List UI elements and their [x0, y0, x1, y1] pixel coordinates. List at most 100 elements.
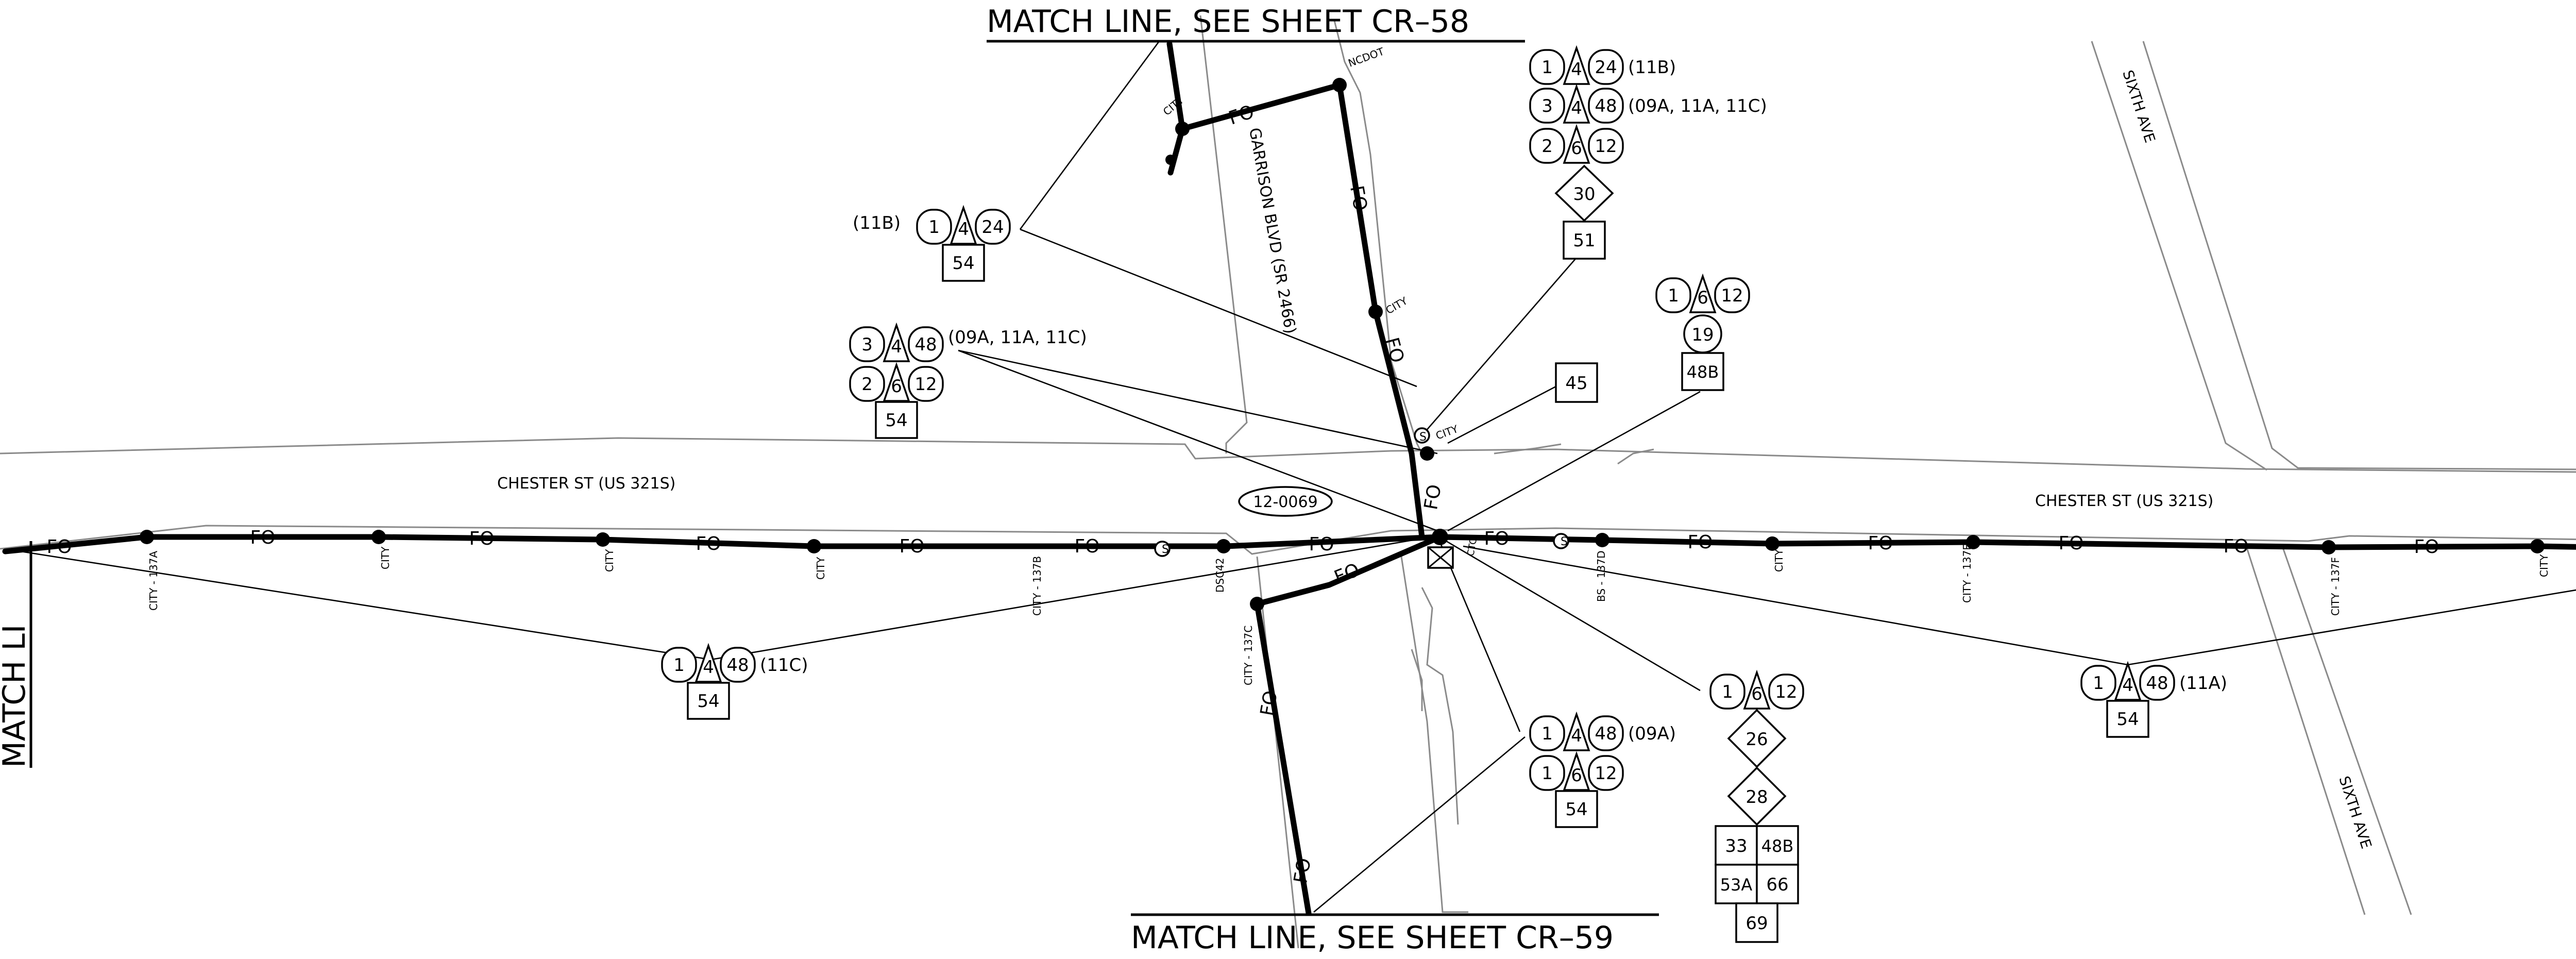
svg-text:6: 6 [891, 376, 902, 397]
splice-symbol-hub [1414, 427, 1430, 444]
svg-text:24: 24 [981, 217, 1004, 238]
svg-text:33: 33 [1725, 836, 1747, 856]
node-label-city-137a: CITY - 137A [147, 551, 160, 611]
svg-text:1: 1 [1541, 57, 1553, 78]
cabinet-id: 12-0069 [1238, 486, 1333, 517]
callout-conduit: 3 4 48 (09A, 11A, 11C) [849, 324, 1087, 362]
fo-label: FO [1687, 532, 1713, 553]
svg-text:24: 24 [1595, 57, 1617, 78]
node-city-137a [140, 530, 154, 544]
fo-label: FO [2414, 536, 2439, 558]
node-city-e1 [1765, 536, 1780, 551]
svg-text:1: 1 [1541, 724, 1553, 744]
callout-conduit: 1 6 12 54 [1529, 753, 1624, 828]
node-label-city-w3: CITY [815, 557, 827, 580]
node-city-137e [1966, 535, 1980, 549]
svg-text:2: 2 [861, 374, 873, 395]
fo-label: FO [2058, 533, 2083, 554]
node-city-hub [1420, 446, 1434, 461]
callout-conduit: 1 6 12 [1709, 671, 1804, 710]
splice-nodes [140, 78, 2545, 611]
svg-text:54: 54 [885, 410, 907, 431]
node-label-city-137f: CITY - 137F [2329, 557, 2342, 616]
svg-text:53A: 53A [1720, 875, 1753, 895]
terminal-stub-south [1252, 599, 1262, 609]
fo-label: FO [1074, 536, 1099, 557]
match-line-top: MATCH LINE, SEE SHEET CR–58 [987, 4, 1469, 40]
svg-text:1: 1 [1722, 682, 1733, 702]
match-lines: MATCH LINE, SEE SHEET CR–58 MATCH LINE, … [0, 4, 1659, 956]
svg-text:48: 48 [1595, 96, 1617, 116]
splice-symbol-east [1553, 533, 1569, 549]
fo-label: FO [1346, 184, 1371, 212]
callout-box-45: 45 [1555, 362, 1598, 403]
terminal-stubs [1154, 155, 1569, 609]
svg-text:48B: 48B [1761, 836, 1794, 856]
callout-tag: (09A, 11A, 11C) [948, 327, 1087, 348]
node-label-city-e2: CITY [2538, 554, 2550, 577]
fo-label: FO [1381, 335, 1408, 365]
svg-text:54: 54 [2116, 709, 2139, 730]
fo-label: FO [1257, 689, 1282, 717]
match-line-bottom: MATCH LINE, SEE SHEET CR–59 [1131, 920, 1614, 956]
svg-text:3: 3 [1541, 96, 1553, 116]
svg-text:12: 12 [1595, 763, 1617, 784]
street-names: CHESTER ST (US 321S) CHESTER ST (US 321S… [497, 68, 2375, 851]
fo-labels: FO FO FO FO FO FO FO FO FO FO FO FO FO F… [46, 101, 2439, 885]
svg-text:1: 1 [2093, 673, 2104, 694]
match-line-left: MATCH LI [0, 625, 32, 768]
callout-conduit: 3 4 48 (09A, 11A, 11C) [1529, 86, 1767, 124]
node-city-top [1175, 122, 1190, 136]
leader-lines [20, 41, 2576, 913]
node-label-city-w1: CITY [379, 546, 392, 569]
svg-text:1: 1 [1541, 763, 1553, 784]
callout-conduit: 1 4 48 (11A) 54 [2080, 663, 2227, 738]
node-hub [1432, 529, 1448, 545]
node-labels: CITY NCDOT CITY CITY CITY - 137A CITY CI… [147, 45, 2550, 685]
svg-text:3: 3 [861, 334, 873, 355]
svg-text:69: 69 [1745, 913, 1768, 934]
s-label: S [1162, 543, 1169, 556]
svg-text:54: 54 [952, 253, 974, 274]
fo-label: FO [1226, 101, 1257, 129]
svg-text:12: 12 [914, 374, 937, 395]
fo-label: FO [1290, 856, 1315, 885]
callout-stack-26-69: 26 28 33 48B 53A 66 69 [1715, 709, 1799, 943]
svg-text:4: 4 [1571, 726, 1582, 746]
node-label-city-w2: CITY [603, 549, 616, 572]
street-chester-east: CHESTER ST (US 321S) [2035, 492, 2213, 510]
svg-text:6: 6 [1751, 684, 1762, 704]
svg-text:12: 12 [1721, 285, 1743, 306]
svg-text:6: 6 [1571, 138, 1582, 159]
callout-tag: (11C) [760, 655, 808, 676]
svg-text:4: 4 [2122, 675, 2133, 696]
svg-text:30: 30 [1573, 184, 1595, 205]
fo-label: FO [1420, 483, 1446, 511]
fo-label: FO [696, 533, 721, 554]
node-label-ncdot: NCDOT [1347, 45, 1386, 70]
node-label-dsc: DSC42 [1214, 558, 1226, 593]
fo-label: FO [899, 536, 924, 557]
callout-tag: (11B) [1628, 57, 1676, 78]
svg-text:4: 4 [1571, 59, 1582, 80]
callout-conduit: 2 6 12 54 [849, 364, 944, 439]
svg-text:48: 48 [2146, 673, 2168, 694]
node-city-137b [1216, 539, 1231, 553]
fo-label: FO [1484, 528, 1509, 549]
road-edges [0, 15, 2576, 949]
node-label-city-e1: CITY [1773, 549, 1785, 572]
callout-conduit: 1 4 24 (11B) [1529, 47, 1676, 85]
node-bs-137d [1595, 533, 1609, 547]
svg-text:4: 4 [703, 657, 714, 678]
svg-text:45: 45 [1565, 373, 1587, 394]
callout-stack-30-51: 30 51 [1554, 164, 1614, 260]
svg-text:48: 48 [1595, 724, 1617, 744]
fo-label: FO [469, 528, 494, 549]
callout-conduit: 1 4 24 (11B) 54 [853, 207, 1011, 282]
svg-text:1: 1 [928, 217, 940, 238]
callout-tag: (11B) [853, 213, 901, 233]
svg-text:2: 2 [1541, 136, 1553, 157]
s-label: S [1419, 431, 1427, 444]
svg-text:4: 4 [891, 337, 902, 357]
callout-conduit: 2 6 12 [1529, 126, 1624, 164]
